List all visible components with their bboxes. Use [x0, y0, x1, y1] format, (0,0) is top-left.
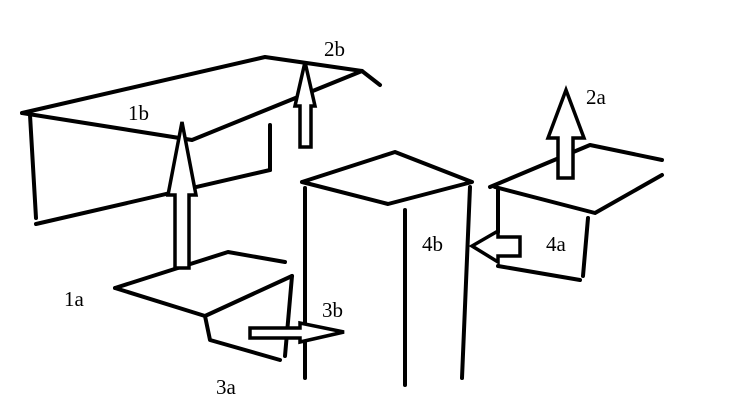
arrow-2a	[545, 85, 587, 180]
label-2a: 2a	[586, 85, 607, 109]
column-3	[300, 150, 474, 387]
label-2b: 2b	[324, 37, 345, 61]
label-1b: 1b	[128, 101, 149, 125]
block-4a	[488, 143, 664, 282]
plate-1a	[113, 250, 294, 362]
label-4a: 4a	[546, 232, 567, 256]
arrow-2b	[292, 61, 318, 149]
label-4b: 4b	[422, 232, 443, 256]
label-3a: 3a	[216, 375, 237, 399]
arrow-1a-to-1b	[165, 121, 199, 270]
arrow-4a-to-4b	[468, 227, 522, 266]
arrow-3a-to-3b	[248, 320, 345, 345]
label-1a: 1a	[64, 287, 85, 311]
slab-1b	[20, 55, 382, 226]
label-3b: 3b	[322, 298, 343, 322]
